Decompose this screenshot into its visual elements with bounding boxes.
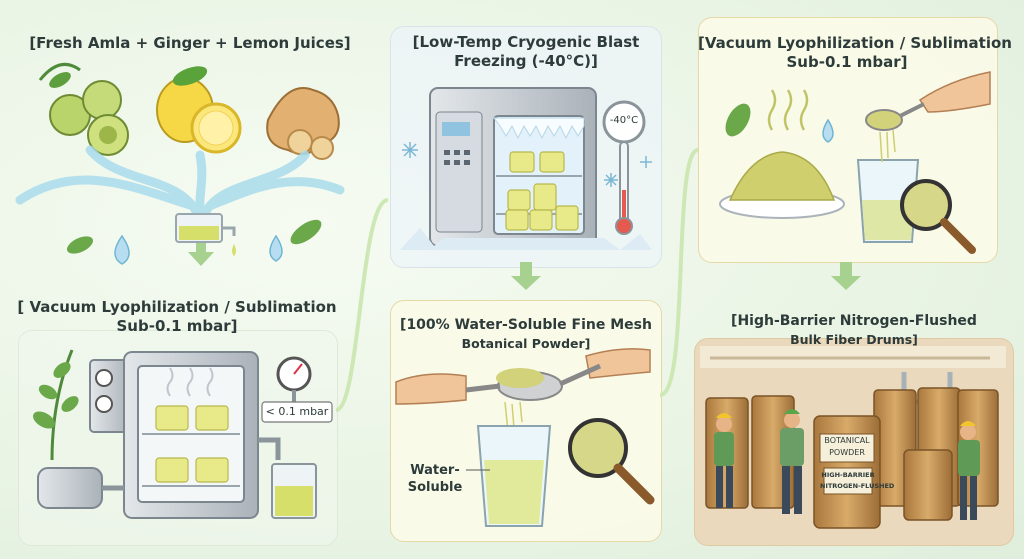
thermometer-readout: -40°C: [604, 114, 644, 128]
drop-icon: [114, 234, 130, 265]
freezing-line2: Freezing (-40°C)]: [454, 52, 598, 70]
vacuum-left-line2: Sub-0.1 mbar]: [116, 317, 238, 335]
gauge-readout: < 0.1 mbar: [262, 404, 332, 420]
water-glass-center: [476, 425, 552, 527]
hands-spoon-center: [395, 348, 651, 433]
vacuum-left-line1: [ Vacuum Lyophilization / Sublimation: [17, 298, 337, 316]
drum-label-bottom: HIGH-BARRIER NITROGEN-FLUSHED: [820, 470, 895, 492]
drop-icon: [269, 234, 283, 262]
step-title-vacuum-left: [ Vacuum Lyophilization / Sublimation Su…: [16, 298, 338, 336]
worker-icon: [714, 413, 734, 508]
connector-left: [335, 198, 389, 412]
step-title-powder: [100% Water-Soluble Fine Mesh Botanical …: [392, 316, 660, 352]
connector-right: [659, 148, 699, 397]
step-title-vacuum-right: [Vacuum Lyophilization / Sublimation Sub…: [698, 34, 1012, 72]
vacuum-pump: [37, 467, 103, 509]
freezer-illustration: [400, 87, 652, 250]
fruits-illustration: [38, 62, 340, 160]
drum-label-bottom-line2: NITROGEN-FLUSHED: [820, 482, 895, 490]
leaf-icon: [725, 103, 751, 137]
gauge-readout-text: < 0.1 mbar: [265, 405, 329, 418]
leaf-icon: [290, 219, 322, 245]
hand-spoon-right: [865, 71, 991, 163]
freezing-line1: [Low-Temp Cryogenic Blast: [412, 33, 640, 51]
flow-arrows: [188, 238, 861, 290]
vacuum-right-line2: Sub-0.1 mbar]: [786, 53, 908, 71]
worker-icon: [780, 409, 804, 514]
freeze-dryer-illustration: [37, 351, 317, 519]
drum-label-top: BOTANICAL POWDER: [820, 435, 874, 459]
vacuum-right-line1: [Vacuum Lyophilization / Sublimation: [698, 34, 1012, 52]
glass-label-line2: Soluble: [407, 480, 463, 495]
leaf-icon: [66, 236, 94, 254]
glass-label-line1: Water-: [410, 463, 460, 478]
warehouse-scene: [700, 346, 1006, 529]
powder-line1: [100% Water-Soluble Fine Mesh: [400, 317, 652, 333]
arrow-right-down: [831, 262, 861, 290]
drums-line1: [High-Barrier Nitrogen-Flushed: [731, 313, 977, 329]
step-title-juices: [Fresh Amla + Ginger + Lemon Juices]: [20, 34, 360, 53]
arrow-juices-down: [188, 238, 214, 266]
panel-powder: [390, 300, 662, 542]
glass-label: Water- Soluble: [400, 462, 470, 496]
step-title-juices-text: [Fresh Amla + Ginger + Lemon Juices]: [29, 34, 351, 52]
powder-plate: [719, 89, 845, 219]
magnifier-icon: [900, 179, 976, 254]
drop-icon: [822, 118, 834, 143]
worker-icon: [958, 421, 980, 520]
drums-line2: Bulk Fiber Drums]: [790, 332, 918, 347]
step-title-drums: [High-Barrier Nitrogen-Flushed Bulk Fibe…: [696, 312, 1012, 348]
thermometer-icon: [602, 100, 646, 235]
juice-streams: [15, 145, 345, 220]
drum-label-bottom-line1: HIGH-BARRIER: [821, 471, 875, 479]
drum-label-top-line2: POWDER: [829, 448, 865, 457]
pressure-gauge-icon: [276, 356, 312, 402]
drum-label-top-line1: BOTANICAL: [824, 436, 870, 445]
plant-icon: [33, 349, 79, 461]
juice-beaker: [175, 213, 236, 256]
powder-line2: Botanical Powder]: [461, 336, 591, 351]
magnifier-icon: [568, 418, 655, 505]
thermometer-readout-text: -40°C: [609, 115, 639, 126]
snowflake-icon: [402, 142, 652, 187]
arrow-freeze-down: [511, 262, 541, 290]
step-title-freezing: [Low-Temp Cryogenic Blast Freezing (-40°…: [392, 33, 660, 71]
gauge-readout-box: [261, 401, 333, 423]
